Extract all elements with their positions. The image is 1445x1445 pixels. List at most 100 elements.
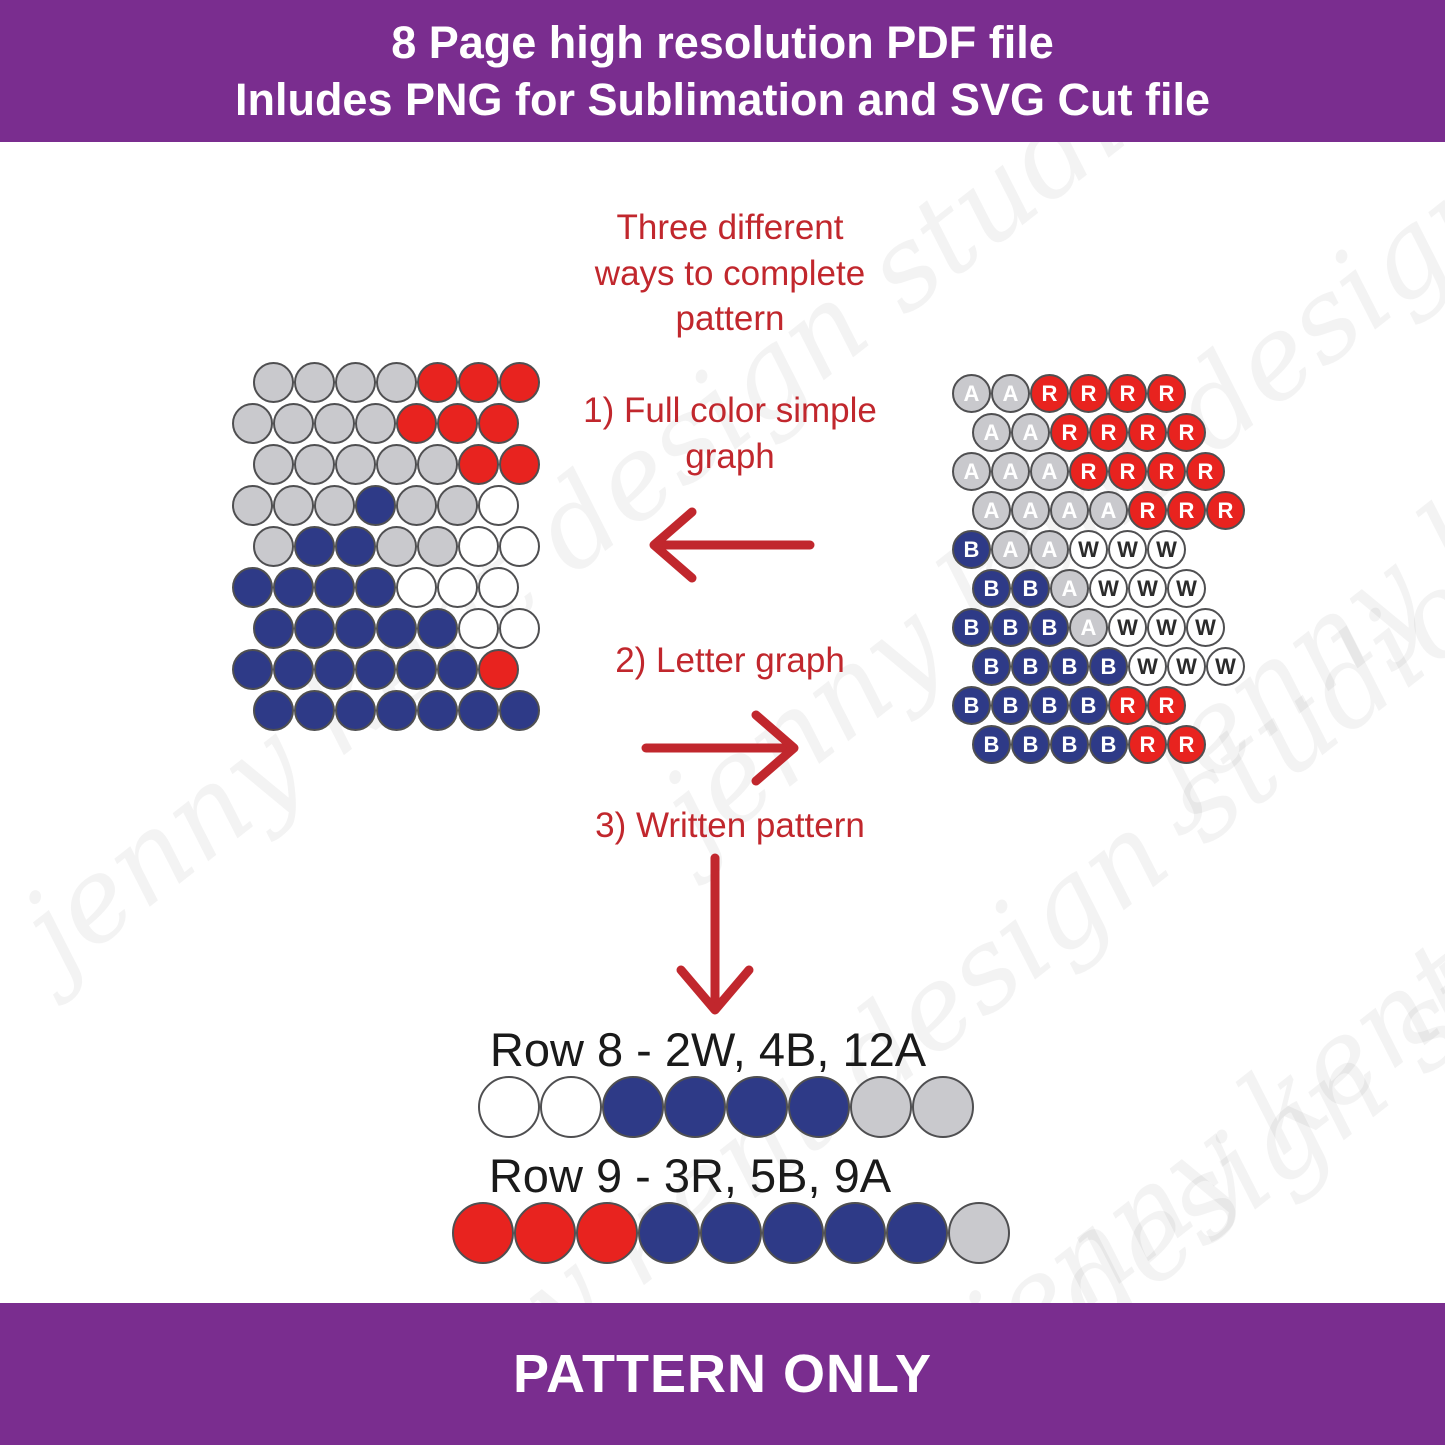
bead-W	[478, 485, 519, 526]
row8-beads	[478, 1076, 974, 1138]
bead-W: W	[1128, 647, 1167, 686]
bead-A: A	[991, 530, 1030, 569]
color-graph	[232, 362, 540, 731]
bead-A	[396, 485, 437, 526]
bead-B: B	[1069, 686, 1108, 725]
arrow-down-icon	[676, 853, 754, 1015]
bead-A	[376, 362, 417, 403]
bead-R: R	[1128, 725, 1167, 764]
bead-R	[396, 403, 437, 444]
bead-A	[376, 444, 417, 485]
bead-R: R	[1147, 686, 1186, 725]
step1-label: 1) Full color simple graph	[583, 391, 877, 476]
bead-B: B	[1030, 686, 1069, 725]
bead-A	[437, 485, 478, 526]
bead-R	[437, 403, 478, 444]
bead-R: R	[1206, 491, 1245, 530]
bead-R: R	[1069, 374, 1108, 413]
bead-B: B	[972, 725, 1011, 764]
bead-B	[294, 526, 335, 567]
bead-B	[294, 690, 335, 731]
bead-B: B	[1011, 725, 1050, 764]
bead-A	[417, 444, 458, 485]
bead-W	[540, 1076, 602, 1138]
banner-bottom: PATTERN ONLY	[0, 1303, 1445, 1445]
bead-R: R	[1128, 491, 1167, 530]
bead-W: W	[1167, 647, 1206, 686]
bead-B	[232, 649, 273, 690]
banner-top: 8 Page high resolution PDF file Inludes …	[0, 0, 1445, 142]
bead-R: R	[1167, 413, 1206, 452]
bead-B: B	[1011, 647, 1050, 686]
bead-B	[335, 526, 376, 567]
bead-W: W	[1128, 569, 1167, 608]
banner-top-line1: 8 Page high resolution PDF file	[391, 17, 1054, 68]
bead-A: A	[1069, 608, 1108, 647]
bead-B: B	[1030, 608, 1069, 647]
bead-B: B	[1050, 725, 1089, 764]
bead-A	[417, 526, 458, 567]
bead-B: B	[952, 686, 991, 725]
bead-R: R	[1186, 452, 1225, 491]
bead-W	[396, 567, 437, 608]
bead-A	[253, 444, 294, 485]
bead-B: B	[991, 608, 1030, 647]
bead-B	[253, 608, 294, 649]
bead-A	[355, 403, 396, 444]
bead-B	[314, 649, 355, 690]
bead-B	[355, 649, 396, 690]
bead-A: A	[991, 452, 1030, 491]
bead-B	[824, 1202, 886, 1264]
bead-A: A	[1030, 530, 1069, 569]
bead-B: B	[972, 647, 1011, 686]
bead-A: A	[991, 374, 1030, 413]
bead-B	[417, 608, 458, 649]
bead-B	[314, 567, 355, 608]
bead-A: A	[1050, 569, 1089, 608]
bead-B	[376, 608, 417, 649]
bead-A	[273, 403, 314, 444]
bead-B	[762, 1202, 824, 1264]
bead-B: B	[952, 608, 991, 647]
bead-B	[273, 649, 314, 690]
bead-R	[478, 403, 519, 444]
bead-A	[314, 485, 355, 526]
row9-label: Row 9 - 3R, 5B, 9A	[488, 1149, 892, 1202]
bead-R: R	[1128, 413, 1167, 452]
bead-R	[499, 444, 540, 485]
bead-W: W	[1108, 608, 1147, 647]
bead-B	[232, 567, 273, 608]
bead-A: A	[972, 413, 1011, 452]
bead-R: R	[1167, 725, 1206, 764]
step3-label: 3) Written pattern	[595, 806, 865, 845]
bead-B	[700, 1202, 762, 1264]
bead-B	[253, 690, 294, 731]
bead-A: A	[952, 374, 991, 413]
row8-label: Row 8 - 2W, 4B, 12A	[489, 1023, 927, 1076]
bead-B	[788, 1076, 850, 1138]
bead-B	[458, 690, 499, 731]
bead-W: W	[1069, 530, 1108, 569]
bead-A	[232, 485, 273, 526]
bead-A: A	[1050, 491, 1089, 530]
bead-A	[850, 1076, 912, 1138]
bead-A: A	[1089, 491, 1128, 530]
bead-R: R	[1108, 452, 1147, 491]
bead-A	[232, 403, 273, 444]
bead-B	[273, 567, 314, 608]
row9-beads	[452, 1202, 1010, 1264]
bead-R	[452, 1202, 514, 1264]
bead-A	[912, 1076, 974, 1138]
bead-B	[638, 1202, 700, 1264]
bead-W	[478, 567, 519, 608]
bead-B	[664, 1076, 726, 1138]
bead-A	[253, 362, 294, 403]
bead-A	[948, 1202, 1010, 1264]
bead-B	[602, 1076, 664, 1138]
bead-R	[478, 649, 519, 690]
step2-label: 2) Letter graph	[615, 641, 845, 680]
bead-B	[437, 649, 478, 690]
bead-A	[253, 526, 294, 567]
arrow-right-icon	[641, 710, 799, 786]
bead-A	[294, 362, 335, 403]
